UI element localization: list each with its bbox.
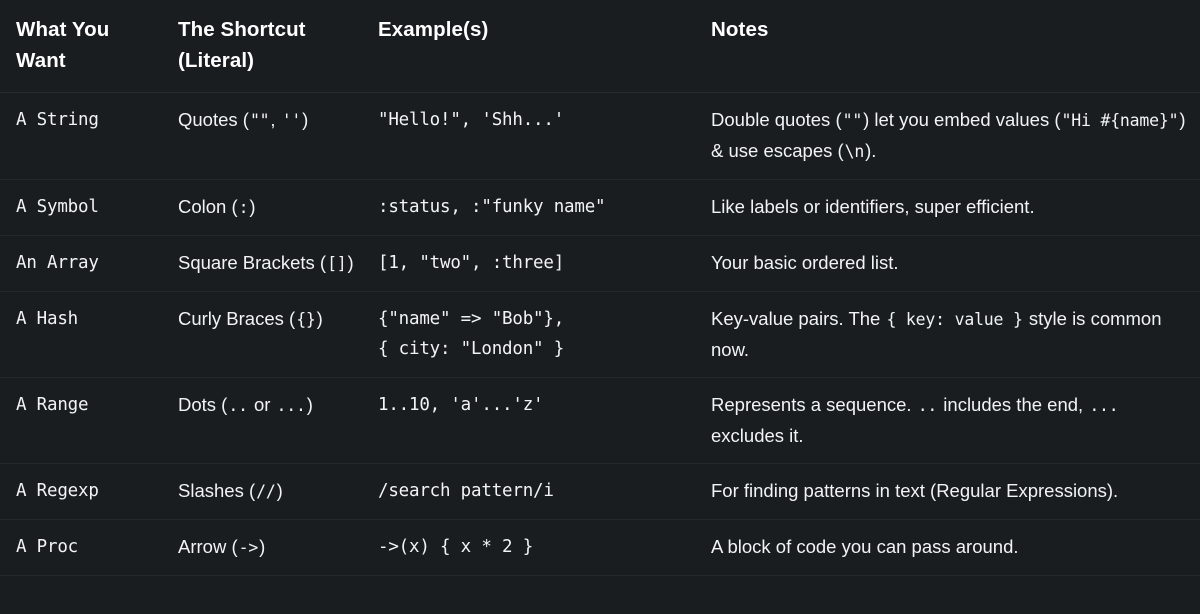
text-fragment: ) [347,252,354,273]
cell-examples: /search pattern/i [378,463,711,520]
text-fragment: includes the end, [938,394,1089,415]
cell-the-shortcut: Slashes (//) [178,463,378,520]
cell-the-shortcut: Curly Braces ({}) [178,291,378,378]
table-header: What You Want The Shortcut (Literal) Exa… [0,0,1200,93]
cell-the-shortcut: Square Brackets ([]) [178,235,378,292]
column-header-the-shortcut: The Shortcut (Literal) [178,0,378,93]
inline-code: "" [842,111,863,130]
cell-notes: For finding patterns in text (Regular Ex… [711,463,1200,520]
text-fragment: Square Brackets ( [178,252,327,273]
text-fragment: Curly Braces ( [178,308,296,329]
text-fragment: Colon ( [178,196,238,217]
inline-code: ... [276,396,306,415]
cell-notes: Your basic ordered list. [711,235,1200,292]
text-fragment: Your basic ordered list. [711,252,899,273]
text-fragment: Quotes ( [178,109,249,130]
text-fragment: ) [306,394,313,415]
inline-code: '' [281,111,302,130]
cell-notes: Double quotes ("") let you embed values … [711,92,1200,180]
text-fragment: ). [865,140,877,161]
inline-code: [] [327,254,347,273]
inline-code: .. [917,396,938,415]
inline-code: { key: value } [886,310,1023,329]
text-fragment: Key-value pairs. The [711,308,886,329]
table-header-row: What You Want The Shortcut (Literal) Exa… [0,0,1200,93]
text-fragment: style is common now. [711,308,1162,360]
inline-code: -> [238,538,259,557]
cell-the-shortcut: Quotes ("", '') [178,92,378,180]
cell-what-you-want: A Range [0,377,178,464]
cell-examples: {"name" => "Bob"}, { city: "London" } [378,291,711,378]
cell-examples: "Hello!", 'Shh...' [378,92,711,180]
text-fragment: Double quotes ( [711,109,842,130]
cell-notes: Key-value pairs. The { key: value } styl… [711,291,1200,378]
text-fragment: , [270,109,281,130]
text-fragment: Represents a sequence. [711,394,917,415]
text-fragment: or [248,394,276,415]
inline-code: ... [1089,396,1119,415]
cell-examples: :status, :"funky name" [378,179,711,236]
cell-what-you-want: An Array [0,235,178,292]
inline-code: \n [844,142,865,161]
text-fragment: ) [259,536,266,557]
text-fragment: excludes it. [711,425,804,446]
cell-what-you-want: A Regexp [0,463,178,520]
text-fragment: For finding patterns in text (Regular Ex… [711,480,1119,501]
inline-code: : [238,198,249,217]
column-header-notes: Notes [711,0,1200,93]
text-fragment: Dots ( [178,394,228,415]
text-fragment: ) [249,196,256,217]
text-fragment: ) [276,480,283,501]
inline-code: // [256,482,276,501]
text-fragment: ) & use escapes ( [711,109,1186,161]
cell-what-you-want: A Symbol [0,179,178,236]
text-fragment: A block of code you can pass around. [711,536,1019,557]
inline-code: "Hi #{name}" [1061,111,1179,130]
cell-the-shortcut: Colon (:) [178,179,378,236]
ruby-literals-table: What You Want The Shortcut (Literal) Exa… [0,0,1200,576]
text-fragment: ) [316,308,323,329]
column-header-what-you-want: What You Want [0,0,178,93]
cell-examples: [1, "two", :three] [378,235,711,292]
inline-code: {} [296,310,316,329]
column-header-examples: Example(s) [378,0,711,93]
cell-what-you-want: A Proc [0,519,178,576]
text-fragment: Like labels or identifiers, super effici… [711,196,1035,217]
inline-code: .. [228,396,248,415]
cell-the-shortcut: Dots (.. or ...) [178,377,378,464]
cell-what-you-want: A Hash [0,291,178,378]
text-fragment: Slashes ( [178,480,256,501]
text-fragment: ) [302,109,309,130]
cell-examples: ->(x) { x * 2 } [378,519,711,576]
text-fragment: ) let you embed values ( [863,109,1061,130]
inline-code: "" [249,111,270,130]
cell-examples: 1..10, 'a'...'z' [378,377,711,464]
cell-the-shortcut: Arrow (->) [178,519,378,576]
cell-notes: Like labels or identifiers, super effici… [711,179,1200,236]
text-fragment: Arrow ( [178,536,238,557]
cell-notes: A block of code you can pass around. [711,519,1200,576]
cell-notes: Represents a sequence. .. includes the e… [711,377,1200,464]
cell-what-you-want: A String [0,92,178,180]
